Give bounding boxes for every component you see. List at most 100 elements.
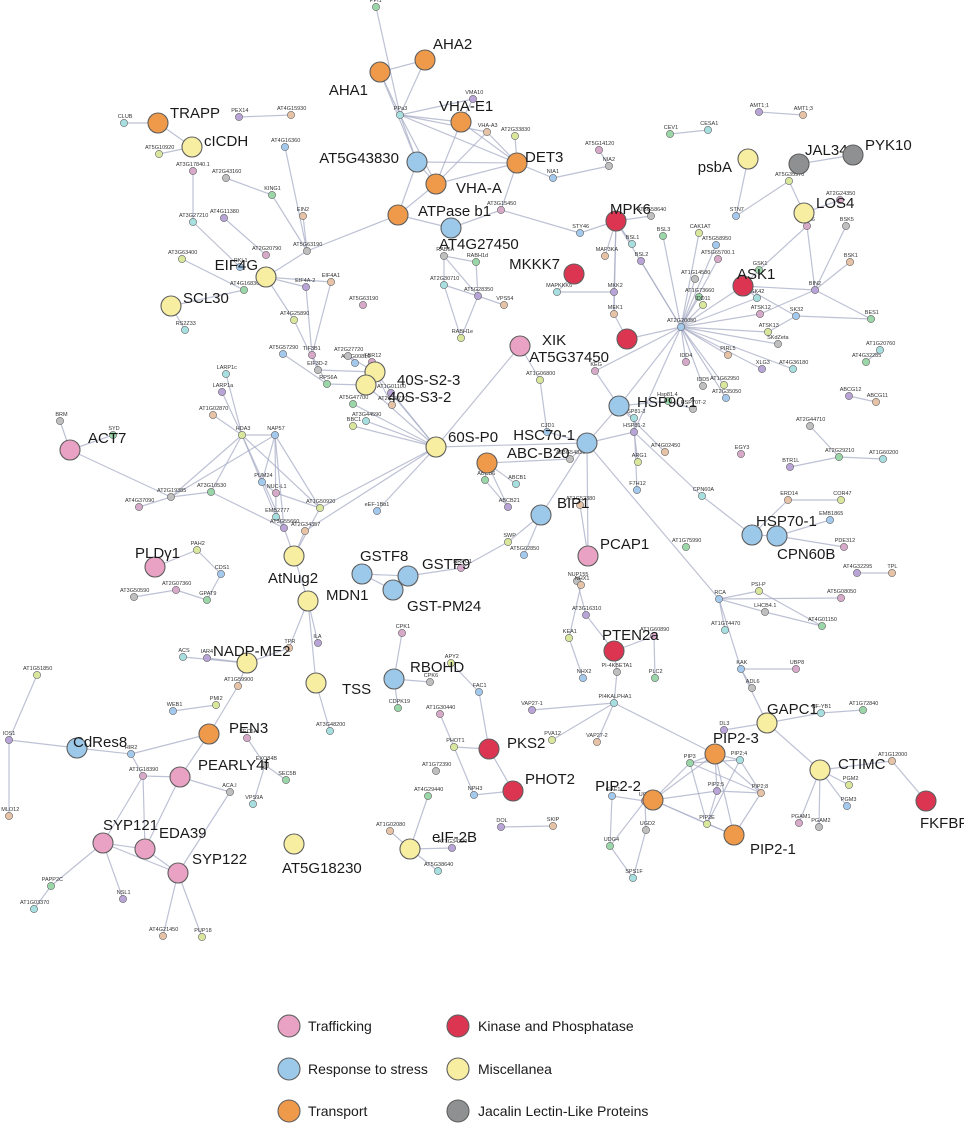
small-node-ein2: EIN2: [297, 207, 309, 220]
small-node-label: MEK1: [608, 305, 623, 311]
small-node-web1: WEB1: [167, 702, 183, 715]
small-node-at4g21450: AT4G21450: [149, 927, 178, 940]
small-node-label: AT4G11380: [210, 209, 239, 215]
edge-det3-at5g43830: [416, 161, 518, 164]
small-node-exo84b: EXO84B: [256, 756, 277, 769]
node-gstf9: GSTF9: [397, 556, 470, 587]
edge-atsk13-sk32: [767, 315, 797, 333]
small-node-dot: [565, 634, 573, 642]
small-node-hir2: HIR2: [125, 745, 137, 758]
small-node-label: AT2G44710: [796, 417, 825, 423]
small-node-dot: [651, 674, 659, 682]
small-node-dot: [789, 365, 797, 373]
small-node-label: PIP3: [684, 754, 696, 760]
edge-at2g20050-at4g36180: [680, 326, 794, 370]
small-node-at3g63400: AT3G63400: [168, 250, 197, 263]
node-circle: [756, 712, 778, 734]
small-node-label: PIP2;5: [708, 782, 725, 788]
small-node-label: UDG4: [604, 837, 619, 843]
small-node-dot: [349, 422, 357, 430]
small-node-label: AT4G16830: [230, 281, 259, 287]
node-mpk6: MPK6: [605, 201, 651, 232]
small-node-dot: [642, 826, 650, 834]
small-node-at5g14120: AT5G14120: [585, 141, 614, 154]
small-node-dot: [281, 143, 289, 151]
edge-at2g20050-at1g73660: [680, 296, 700, 328]
small-node-label: PI4KALPHA1: [599, 694, 632, 700]
node-hsc70-1: HSC70-1: [513, 427, 598, 454]
small-node-dot: [258, 478, 266, 486]
small-node-dot: [207, 488, 215, 496]
node-scl30: SCL30: [160, 290, 229, 317]
small-node-fac1: FAC1: [473, 683, 487, 696]
small-node-label: HSP81-3: [623, 409, 645, 415]
edge-at2g20050-atsk13: [680, 326, 769, 333]
node-syp121: SYP121: [92, 817, 158, 854]
small-node-idd4: IDD4: [680, 353, 692, 366]
small-node-vps9a: VPS9A: [245, 795, 263, 808]
small-node-label: AT2G34357: [291, 522, 320, 528]
small-node-dot: [290, 316, 298, 324]
small-node-dot: [280, 524, 288, 532]
small-node-at1g74470: AT1G74470: [711, 621, 740, 634]
small-node-label: BTR1L: [782, 458, 799, 464]
small-node-dot: [666, 130, 674, 138]
small-node-dot: [387, 389, 395, 397]
small-node-label: NHX1: [575, 576, 590, 582]
edge-syp122-at4g21450: [162, 872, 179, 937]
small-node-bes1: BES1: [865, 310, 879, 323]
small-node-dot: [287, 111, 295, 119]
small-node-dot: [682, 358, 690, 366]
small-node-at1g59900: AT1G59900: [224, 677, 253, 690]
edge-ppi1-ppa3: [375, 6, 401, 116]
small-node-cds1: CDS1: [215, 565, 229, 578]
node-circle: [425, 173, 447, 195]
small-node-label: AT5G14120: [585, 141, 614, 147]
small-node-kea1: KEA1: [563, 629, 577, 642]
small-node-dot: [271, 431, 279, 439]
small-node-dot: [835, 453, 843, 461]
edge-eif4a-2-tif3b1: [305, 286, 313, 356]
node-circle: [397, 565, 419, 587]
edge-at2g20050-ask1: [680, 285, 744, 328]
small-node-eef-1bb1: eEF-1Bb1: [365, 502, 389, 515]
small-node-dot: [872, 398, 880, 406]
small-node-label: NPH3: [468, 786, 483, 792]
small-node-dot: [845, 392, 853, 400]
small-node-label: AMT1;1: [750, 103, 769, 109]
small-node-dot: [56, 417, 64, 425]
node-label: PYK10: [865, 137, 912, 154]
small-node-label: WEB1: [167, 702, 183, 708]
node-circle: [66, 737, 88, 759]
small-node-dot: [721, 626, 729, 634]
small-node-vps54: VPS54: [496, 296, 513, 309]
small-node-dot: [817, 709, 825, 717]
small-node-label: AT1G12000: [878, 752, 907, 758]
small-node-at3g55660: AT3G55660: [270, 519, 299, 532]
edge-gae1-udg4: [609, 795, 613, 847]
small-node-at4g16830: AT4G16830: [230, 281, 259, 294]
small-node-dot: [682, 543, 690, 551]
small-node-label: AT3G54830: [556, 450, 585, 456]
small-node-label: AT2G27710: [378, 396, 407, 402]
node-pten2a: PTEN2a: [602, 627, 659, 662]
small-node-dot: [862, 358, 870, 366]
legend-item-misc: Miscellanea: [446, 1057, 552, 1081]
small-node-dot: [218, 388, 226, 396]
small-node-dot: [497, 823, 505, 831]
small-node-btr1l: BTR1L: [782, 458, 799, 471]
small-node-label: BRM: [55, 412, 68, 418]
small-node-label: TPL: [887, 564, 897, 570]
small-node-dot: [753, 294, 761, 302]
node-circle: [576, 432, 598, 454]
edge-hsp81-2-cpn60a: [633, 431, 703, 497]
small-node-at1g18390: AT1G18390: [129, 767, 158, 780]
edge-at1g51850-ios1: [8, 674, 38, 741]
small-node-label: PI-4KBETA1: [602, 663, 633, 669]
small-node-dot: [699, 301, 707, 309]
node-pyk10: PYK10: [842, 137, 912, 166]
small-node-abcb21: ABCB21: [499, 498, 520, 511]
small-node-pip2e: PIP2E: [699, 815, 715, 828]
small-node-label: EIF4A1: [322, 273, 340, 279]
small-node-label: NHX2: [577, 669, 592, 675]
